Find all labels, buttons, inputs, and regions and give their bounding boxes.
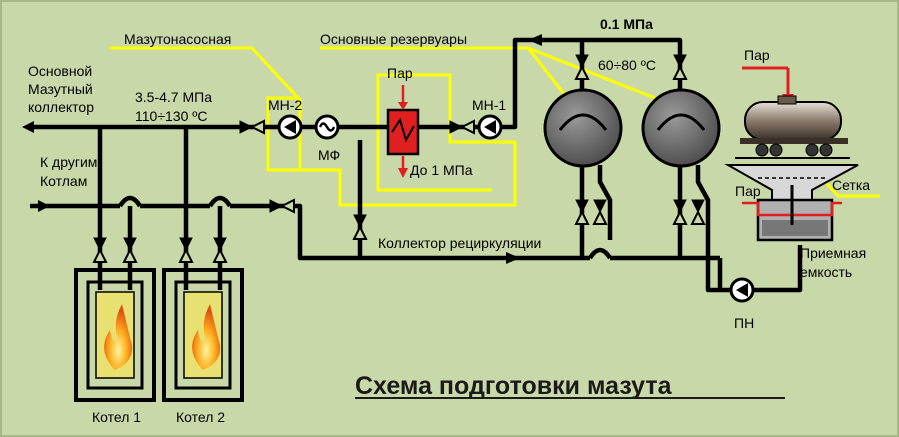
label-main-collector-1: Основной <box>28 63 92 79</box>
filter-mf-icon <box>314 114 340 140</box>
label-pump-pn: ПН <box>734 315 754 331</box>
label-to-boilers-2: Котлам <box>40 173 87 189</box>
boiler-2-icon <box>162 268 244 402</box>
label-receiver-2: емкость <box>800 264 852 280</box>
pump-mn1-icon <box>477 114 503 140</box>
label-steam-tank-car: Пар <box>744 47 770 63</box>
label-pump-mn2: МН-2 <box>268 97 302 113</box>
label-pump-station: Мазутонасосная <box>124 31 231 47</box>
label-steam-receiver: Пар <box>735 183 761 199</box>
valves <box>92 54 706 263</box>
label-boiler-2: Котел 2 <box>176 409 225 425</box>
boiler-1-icon <box>74 268 156 402</box>
labels: Основной Мазутный коллектор К другим Кот… <box>28 16 870 425</box>
label-pump-mn1: МН-1 <box>472 97 506 113</box>
label-pressure-heater: До 1 МПа <box>410 162 473 178</box>
label-temp-main: 110÷130 ºС <box>135 108 207 124</box>
pump-mn2-icon <box>277 114 303 140</box>
pump-pn-icon <box>729 277 755 303</box>
receiving-tank-icon <box>724 164 859 242</box>
label-recirc-collector: Коллектор рециркуляции <box>378 235 541 251</box>
label-main-collector-2: Мазутный <box>28 81 93 97</box>
label-pressure-main: 3.5-4.7 МПа <box>135 89 212 105</box>
label-steam-heater: Пар <box>387 65 413 81</box>
tank-car-icon <box>735 66 850 159</box>
label-pressure-tanks: 0.1 МПа <box>600 16 653 32</box>
diagram-title: Схема подготовки мазута <box>355 372 673 400</box>
label-filter-mf: МФ <box>318 147 340 163</box>
tank-2-icon <box>641 88 721 168</box>
label-grid: Сетка <box>832 177 870 193</box>
label-temp-tanks: 60÷80 ºС <box>598 57 656 73</box>
label-main-collector-3: коллектор <box>28 99 94 115</box>
label-main-tanks: Основные резервуары <box>320 31 467 47</box>
label-boiler-1: Котел 1 <box>92 409 141 425</box>
steam-heater-icon <box>386 85 420 178</box>
label-receiver-1: Приемная <box>800 245 866 261</box>
label-to-boilers-1: К другим <box>40 154 97 170</box>
tank-1-icon <box>543 88 623 168</box>
